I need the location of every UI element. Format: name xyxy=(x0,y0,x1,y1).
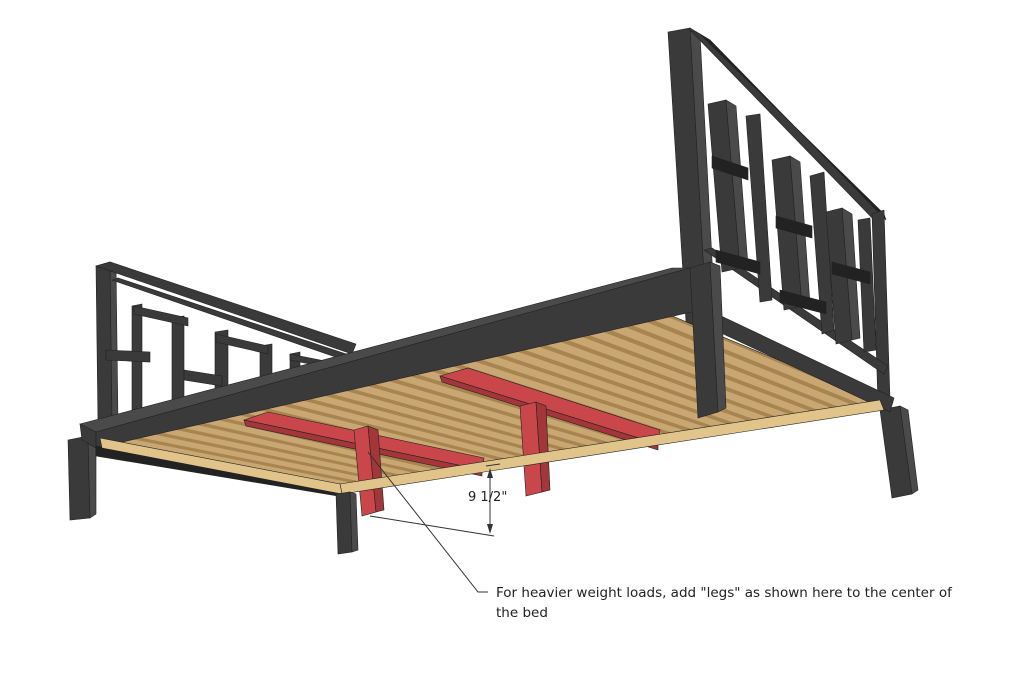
footboard-crossbar-3 xyxy=(183,369,223,387)
headboard-block-2 xyxy=(745,113,773,303)
headboard-right-post xyxy=(871,209,891,405)
headboard-block-4 xyxy=(809,171,835,335)
footboard-crossbar-2 xyxy=(133,305,189,327)
dimension-extension-bottom xyxy=(369,515,495,537)
callout-leader xyxy=(367,451,488,593)
headboard-right-leg-side xyxy=(899,405,919,495)
headboard-crossbar-2 xyxy=(715,249,761,275)
headboard-crossbar-4 xyxy=(779,289,827,315)
front-left-leg-side xyxy=(349,491,359,553)
slat-deck xyxy=(99,315,882,487)
headboard-crossbar-3 xyxy=(775,215,813,239)
center-support xyxy=(242,367,661,517)
footboard xyxy=(67,261,357,521)
footboard-inner-rail xyxy=(111,277,353,363)
dimension-extension-top xyxy=(485,463,501,467)
headboard-front-post-side xyxy=(709,261,727,413)
headboard-top-rail-face xyxy=(699,33,887,221)
dimension-label: 9 1/2" xyxy=(468,490,507,505)
footboard-left-leg xyxy=(67,435,91,521)
headboard-crossbar-1 xyxy=(711,155,749,181)
footboard-crossbar-4 xyxy=(215,333,269,355)
dimension-arrow-bottom xyxy=(487,524,493,534)
footboard-crossbar-1 xyxy=(105,349,151,363)
footboard-slat-2 xyxy=(171,315,185,403)
support-beam-right-bottom xyxy=(439,375,659,451)
headboard-crossbar-5 xyxy=(831,261,871,285)
annotations: 9 1/2" For heavier weight loads, add "le… xyxy=(367,451,953,621)
headboard xyxy=(667,27,919,499)
front-left-leg xyxy=(335,491,353,555)
footboard-top-rail xyxy=(95,261,357,355)
side-rails xyxy=(79,261,895,555)
callout-line-2: the bed xyxy=(496,605,548,621)
callout-line-1: For heavier weight loads, add "legs" as … xyxy=(496,585,953,601)
footboard-left-post xyxy=(95,261,113,425)
headboard-block-6 xyxy=(857,217,877,353)
dimension-arrow-top xyxy=(487,468,493,478)
